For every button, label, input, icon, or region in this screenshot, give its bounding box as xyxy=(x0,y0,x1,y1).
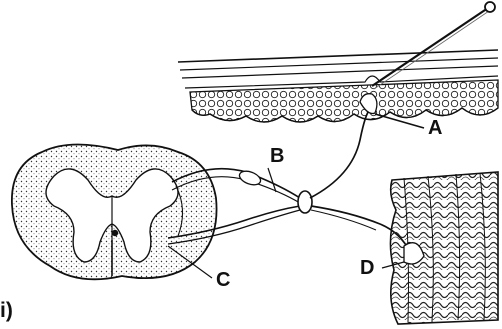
skin-section xyxy=(178,50,498,122)
label-c: C xyxy=(216,270,230,290)
label-d: D xyxy=(360,258,374,278)
label-b: B xyxy=(270,146,284,166)
pin xyxy=(372,2,495,89)
figure-caption: i) xyxy=(0,300,13,321)
muscle xyxy=(390,172,498,324)
label-a: A xyxy=(428,118,442,138)
